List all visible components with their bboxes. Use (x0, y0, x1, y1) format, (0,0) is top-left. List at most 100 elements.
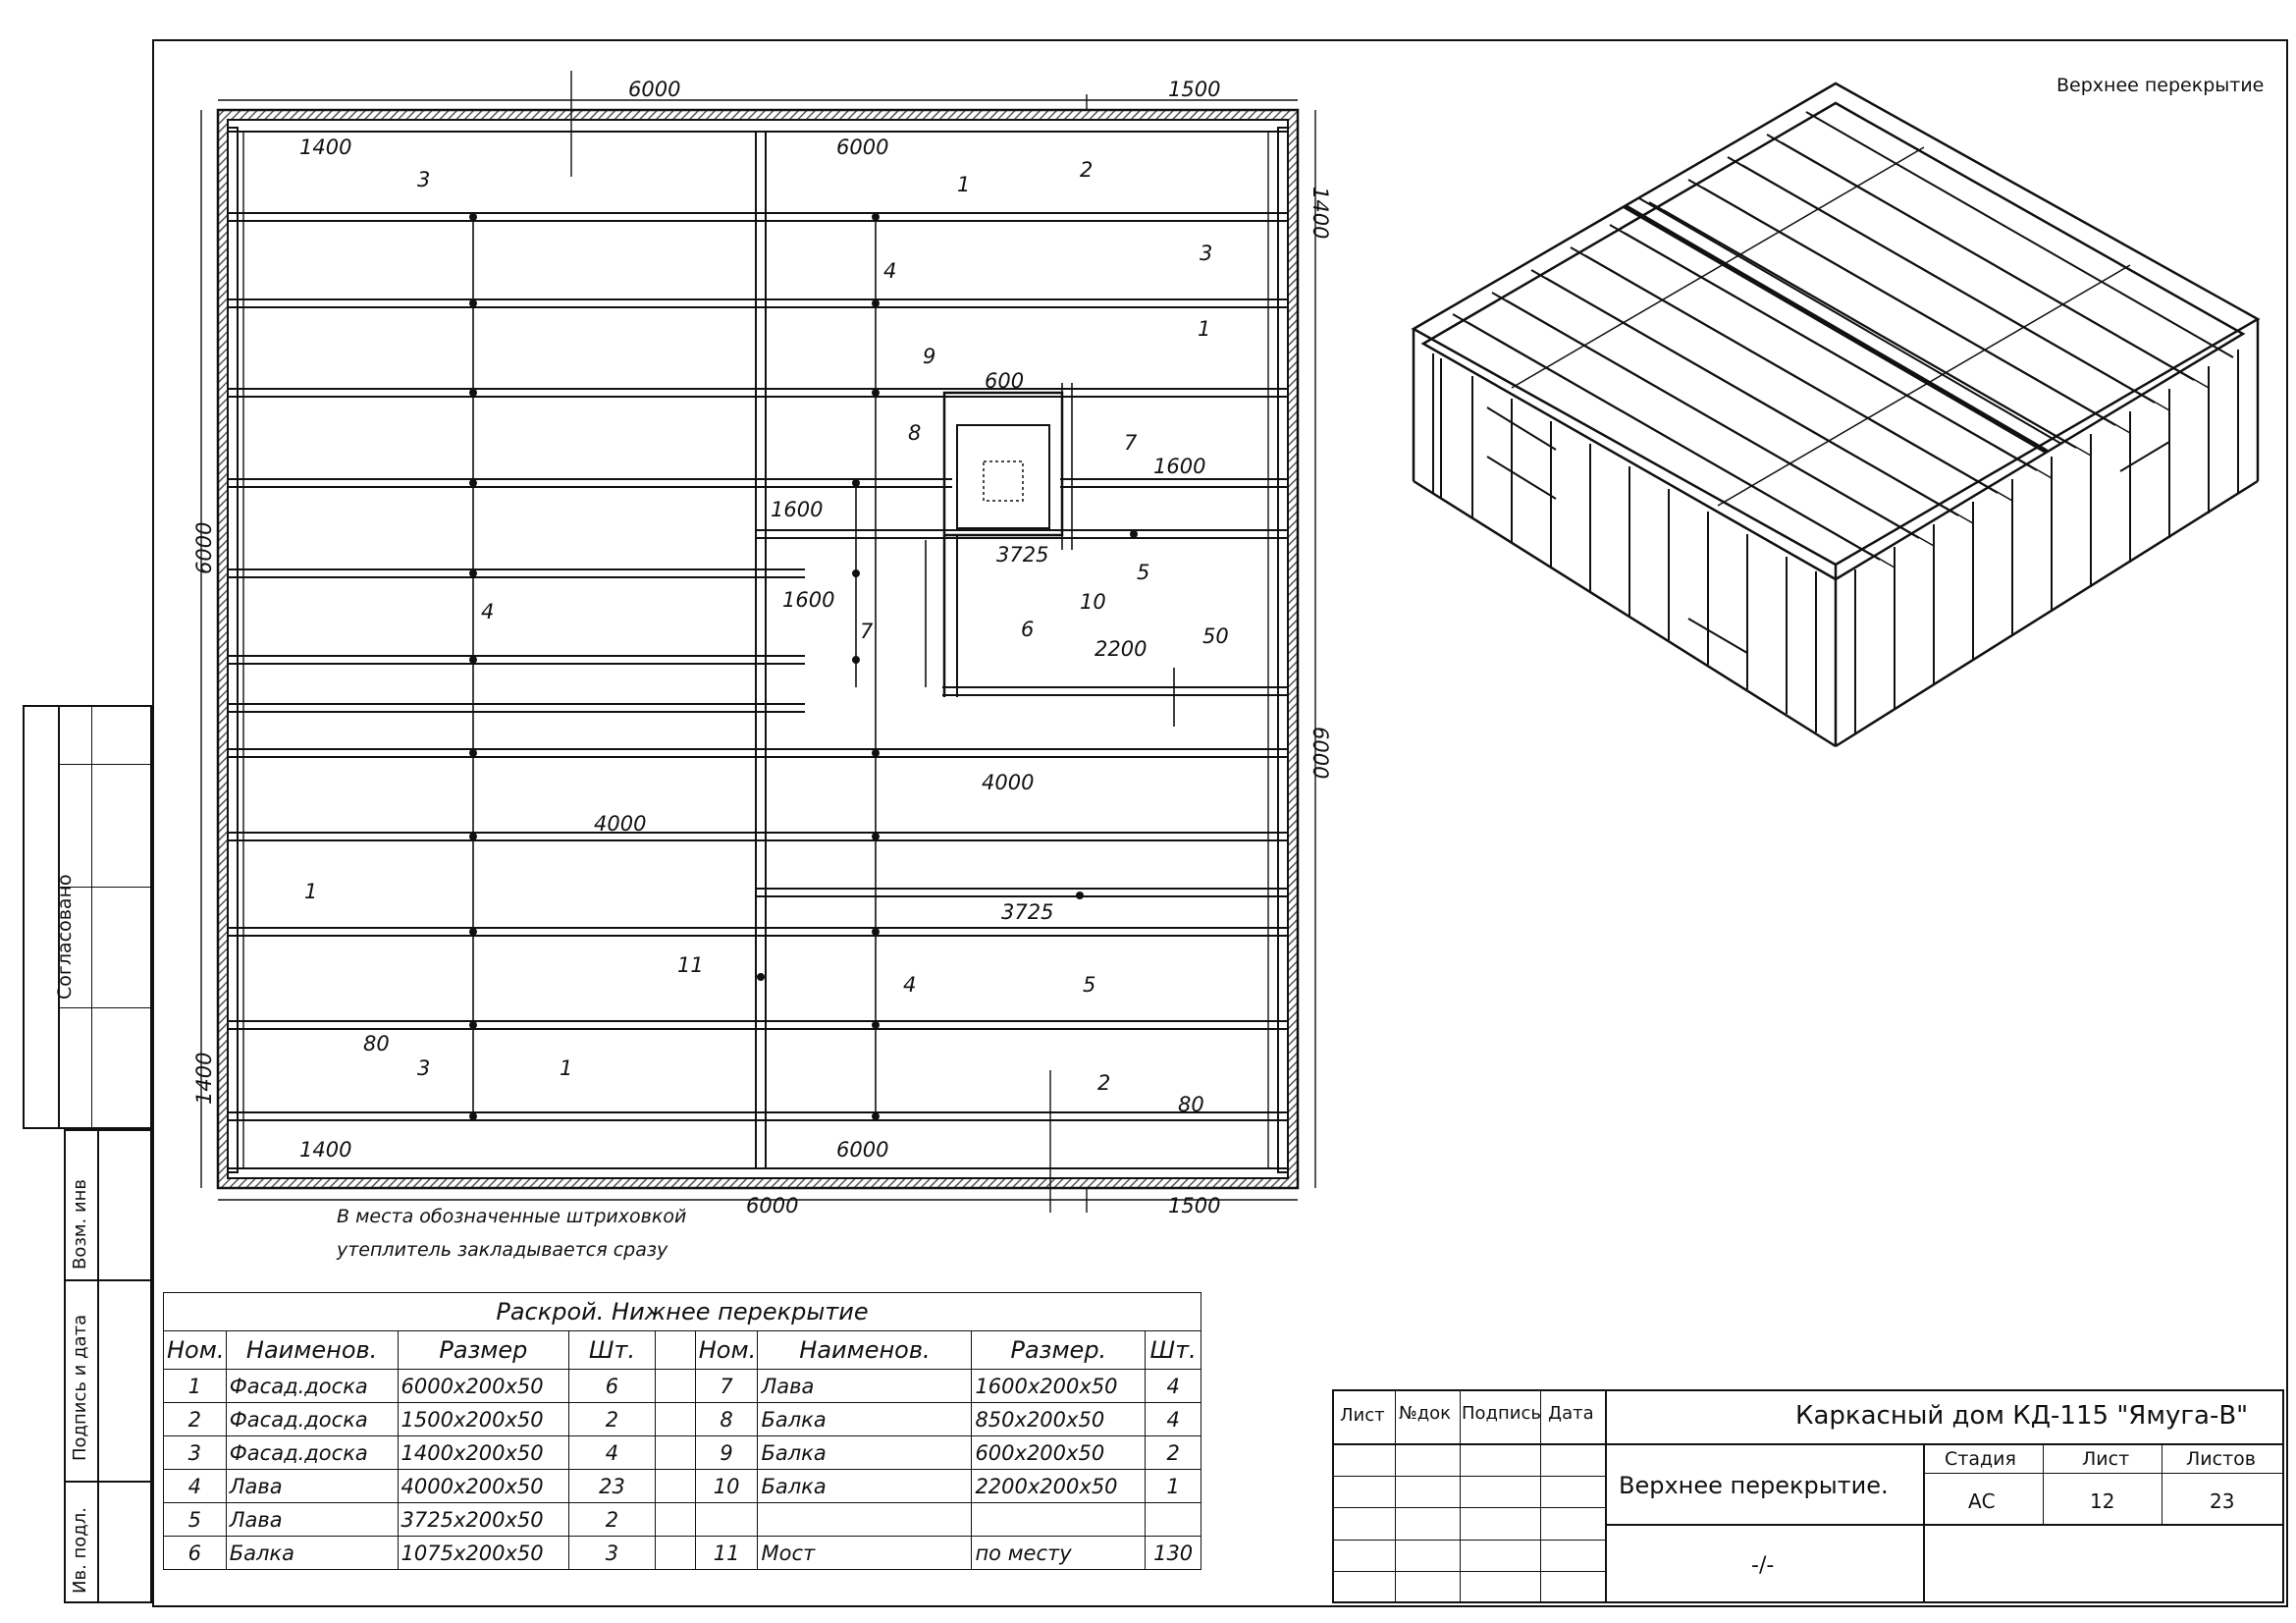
sheet-value: 12 (2090, 1489, 2115, 1513)
dim-right-total: 6000 (1308, 727, 1332, 779)
header-size-2: Размер. (971, 1330, 1147, 1370)
callout-4c: 4 (903, 973, 916, 997)
callout-4: 4 (883, 259, 896, 283)
header-name-2: Наименов. (757, 1330, 973, 1370)
callout-3: 3 (417, 168, 430, 191)
drawing-name: Верхнее перекрытие. (1619, 1472, 1889, 1499)
col-sheet-label: Лист (1340, 1405, 1385, 1426)
dim-inner-1600b: 1600 (771, 498, 823, 521)
stage-value: АС (1968, 1489, 1996, 1513)
cell: 3725х200х50 (397, 1502, 570, 1537)
header-qty: Шт. (568, 1330, 656, 1370)
dim-inner-6000: 6000 (836, 135, 888, 159)
callout-2: 2 (1080, 158, 1093, 182)
dim-inner-3725b: 3725 (1001, 900, 1053, 924)
isometric-frame-view (1411, 81, 2261, 748)
callout-11: 11 (677, 953, 704, 977)
table-row: 3 Фасад.доска 1400х200х50 4 9 Балка 600х… (163, 1435, 1201, 1470)
cell: 5 (163, 1502, 227, 1537)
dim-inner-1400b: 1400 (299, 1138, 351, 1162)
header-num-2: Ном. (694, 1330, 759, 1370)
cell: Балка (225, 1536, 399, 1570)
cell: 8 (694, 1402, 759, 1436)
view-title: Верхнее перекрытие (2056, 75, 2265, 96)
col-sign-label: Подпись (1462, 1403, 1541, 1424)
sheets-label: Листов (2186, 1448, 2256, 1470)
dim-bottom-6000: 6000 (746, 1194, 798, 1217)
header-gap (654, 1330, 696, 1370)
callout-6: 6 (1021, 618, 1034, 641)
callout-3c: 3 (417, 1056, 430, 1080)
callout-7: 7 (1124, 431, 1138, 455)
cell: по месту (971, 1536, 1147, 1570)
header-num: Ном. (163, 1330, 227, 1370)
callout-10: 10 (1080, 590, 1106, 614)
dim-left-total: 6000 (192, 522, 216, 574)
cell: 4 (1145, 1402, 1201, 1436)
dim-inner-80b: 80 (1178, 1093, 1204, 1116)
cell: 4 (1145, 1369, 1201, 1403)
stage-label: Стадия (1945, 1448, 2016, 1470)
cell: 2200х200х50 (971, 1469, 1147, 1503)
inv-orig-label: Ив. подл. (70, 1507, 90, 1594)
cell-gap (654, 1402, 696, 1436)
cell-gap (654, 1502, 696, 1537)
cell: Балка (757, 1402, 973, 1436)
side-stamp: Согласовано Возм. инв Подпись и дата Ив.… (23, 705, 152, 1603)
project-name: Каркасный дом КД-115 "Ямуга-В" (1795, 1401, 2249, 1431)
cell: 1075х200х50 (397, 1536, 570, 1570)
cell: Балка (757, 1469, 973, 1503)
cell: Лава (757, 1369, 973, 1403)
cell: 6000х200х50 (397, 1369, 570, 1403)
dim-inner-3725a: 3725 (996, 543, 1048, 567)
sheets-value: 23 (2210, 1489, 2235, 1513)
dim-inner-50: 50 (1202, 624, 1229, 648)
col-date-label: Дата (1548, 1403, 1594, 1424)
cell: 3 (163, 1435, 227, 1470)
cell: 11 (694, 1536, 759, 1570)
callout-1b: 1 (1198, 317, 1210, 341)
cell-gap (654, 1536, 696, 1570)
spec-table-title: Раскрой. Нижнее перекрытие (163, 1292, 1201, 1331)
header-size: Размер (397, 1330, 570, 1370)
dim-inner-1600c: 1600 (782, 588, 834, 612)
cell: 600х200х50 (971, 1435, 1147, 1470)
sheet-label: Лист (2082, 1448, 2130, 1470)
dim-left-1400: 1400 (192, 1053, 216, 1105)
cell: 2 (568, 1502, 656, 1537)
table-row: 2 Фасад.доска 1500х200х50 2 8 Балка 850х… (163, 1402, 1201, 1436)
dim-inner-2200: 2200 (1095, 637, 1147, 661)
cell: 2 (1145, 1435, 1201, 1470)
callout-4b: 4 (481, 600, 494, 623)
cell: 23 (568, 1469, 656, 1503)
cell: 10 (694, 1469, 759, 1503)
callout-8: 8 (908, 421, 921, 445)
cell: 6 (163, 1536, 227, 1570)
dim-top-1500: 1500 (1168, 78, 1220, 101)
cell: 2 (163, 1402, 227, 1436)
cell: 1 (1145, 1469, 1201, 1503)
sign-date-label: Подпись и дата (70, 1314, 90, 1461)
table-row: 1 Фасад.доска 6000х200х50 6 7 Лава 1600х… (163, 1369, 1201, 1403)
dim-bottom-1500: 1500 (1168, 1194, 1220, 1217)
cell: Фасад.доска (225, 1369, 399, 1403)
callout-2b: 2 (1097, 1071, 1110, 1095)
dim-inner-4000b: 4000 (594, 812, 646, 836)
cell: 6 (568, 1369, 656, 1403)
cell: 4 (568, 1435, 656, 1470)
cell: 9 (694, 1435, 759, 1470)
cell: Фасад.доска (225, 1435, 399, 1470)
cell: 3 (568, 1536, 656, 1570)
dim-inner-1600a: 1600 (1153, 455, 1205, 478)
dim-inner-600: 600 (985, 369, 1024, 393)
col-doc-label: №док (1399, 1403, 1452, 1424)
callout-5b: 5 (1083, 973, 1095, 997)
note-line-1: В места обозначенные штриховкой (337, 1206, 687, 1227)
drawing-frame (152, 39, 2288, 1607)
cell: Фасад.доска (225, 1402, 399, 1436)
spec-table-header: Ном. Наименов. Размер Шт. Ном. Наименов.… (163, 1330, 1201, 1370)
header-qty-2: Шт. (1145, 1330, 1201, 1370)
cell: Мост (757, 1536, 973, 1570)
callout-1: 1 (957, 173, 970, 196)
dim-inner-80a: 80 (363, 1032, 390, 1055)
